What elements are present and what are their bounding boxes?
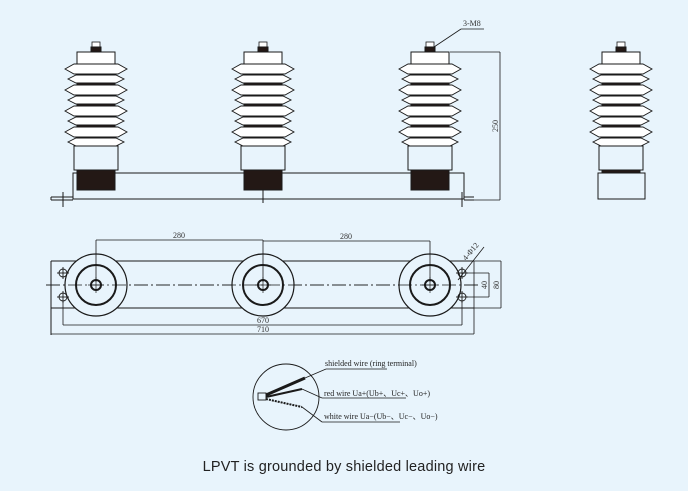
front-view bbox=[50, 28, 501, 207]
insulator-3 bbox=[398, 41, 462, 191]
side-view bbox=[589, 41, 653, 200]
base-length-dim: 710 bbox=[257, 325, 269, 334]
base-width-dim: 80 bbox=[492, 281, 501, 289]
bolt-label: 3-M8 bbox=[463, 19, 481, 28]
shielded-wire-label: shielded wire (ring terminal) bbox=[325, 359, 417, 368]
red-wire-label: red wire Ua+(Ub+、Uc+、Uo+) bbox=[324, 389, 430, 398]
hole-spacing-dim: 40 bbox=[480, 281, 489, 289]
spacing-dim-1: 280 bbox=[173, 231, 185, 240]
spacing-dim-2: 280 bbox=[340, 232, 352, 241]
height-dim-label: 250 bbox=[491, 120, 500, 132]
hole-label: 4-Φ12 bbox=[461, 241, 481, 263]
insulator-1 bbox=[64, 41, 128, 191]
wiring-detail bbox=[252, 363, 406, 431]
insulator-2 bbox=[231, 41, 295, 191]
caption: LPVT is grounded by shielded leading wir… bbox=[202, 459, 486, 475]
hole-pitch-dim: 670 bbox=[257, 316, 269, 325]
white-wire-label: white wire Ua−(Ub−、Uc−、Uo−) bbox=[324, 412, 438, 421]
top-view bbox=[46, 239, 502, 335]
